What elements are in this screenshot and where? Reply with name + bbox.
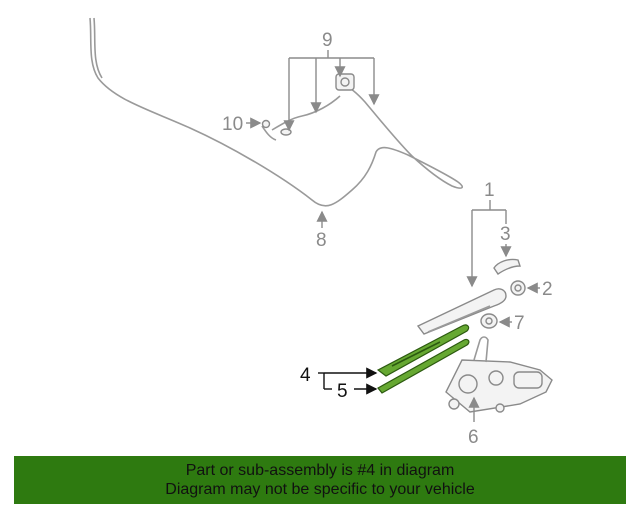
wiper-blade-refill [377,338,470,394]
washer-hose [89,17,464,207]
parts-diagram: 9 10 8 1 3 2 7 [89,17,553,448]
callout-8: 8 [316,230,327,251]
banner-line-disclaimer: Diagram may not be specific to your vehi… [165,481,475,498]
callout-5: 5 [337,381,348,402]
callout-1-leader [466,200,507,288]
callout-4-5-leader [318,367,378,395]
callout-9-leader [283,50,380,132]
banner-line-part-note: Part or sub-assembly is #4 in diagram [185,462,455,479]
callout-9: 9 [322,30,333,51]
callout-4: 4 [300,365,311,386]
callout-6: 6 [468,427,479,448]
nut-icon [510,280,526,296]
callout-7: 7 [514,313,525,334]
grommet-icon [480,313,498,329]
connector-part-icon [261,119,277,141]
hose-branch [271,95,341,131]
callout-3: 3 [500,224,511,245]
info-banner: Part or sub-assembly is #4 in diagram Di… [14,456,626,504]
callout-10: 10 [222,114,243,135]
arm-cap-icon [493,258,521,275]
callout-2: 2 [542,279,553,300]
wiper-arm [416,288,507,335]
washer-nozzle-icon [335,73,355,91]
callout-1: 1 [484,180,495,201]
